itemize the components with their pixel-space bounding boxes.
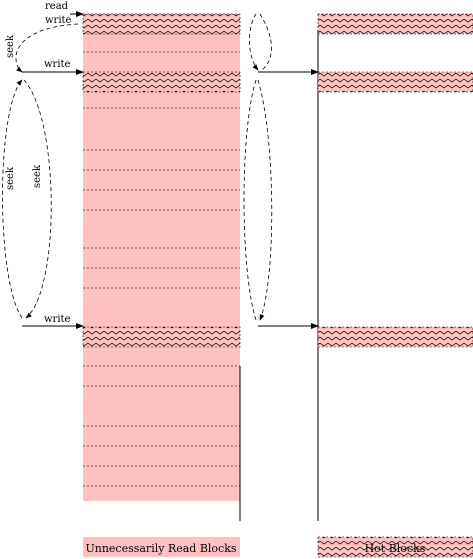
legend: Unnecessarily Read Blocks Hot Blocks xyxy=(83,536,473,558)
right-seek-curve-top-b xyxy=(259,13,272,71)
seek-curve-down xyxy=(23,79,52,319)
right-seek-curve-up xyxy=(243,79,257,321)
seek-label-top: seek xyxy=(5,34,16,58)
seek-curve-up xyxy=(2,79,23,319)
legend-swatch-unnecessary xyxy=(83,537,240,557)
unnecessarily-read-region xyxy=(83,14,240,501)
right-access-arrows xyxy=(258,69,319,329)
legend-swatch-hot xyxy=(317,536,473,558)
right-hot-block-1 xyxy=(317,13,473,35)
hot-block-1 xyxy=(82,13,241,35)
left-seek-curves xyxy=(2,23,79,319)
write-label-second: write xyxy=(44,59,71,70)
right-seek-curves xyxy=(243,13,273,321)
read-label: read xyxy=(45,1,69,12)
seek-curve-top xyxy=(15,23,79,73)
legend-label-hot: Hot Blocks xyxy=(365,542,426,555)
right-seek-curve-top xyxy=(249,13,259,71)
left-hot-blocks xyxy=(82,13,241,348)
right-seek-curve-down xyxy=(257,79,273,321)
hot-block-3 xyxy=(82,326,241,348)
seek-label-inner: seek xyxy=(32,164,43,188)
write-label-bottom: write xyxy=(44,314,71,325)
left-access-arrows xyxy=(22,11,84,329)
right-hot-block-2 xyxy=(317,71,473,93)
write-label-top: write xyxy=(45,15,72,26)
right-block-column xyxy=(317,13,473,521)
right-hot-block-3 xyxy=(317,326,473,348)
left-block-column xyxy=(82,13,241,521)
legend-label-unnecessary: Unnecessarily Read Blocks xyxy=(85,542,236,555)
hot-block-2 xyxy=(82,71,241,93)
seek-label-left: seek xyxy=(5,166,16,190)
